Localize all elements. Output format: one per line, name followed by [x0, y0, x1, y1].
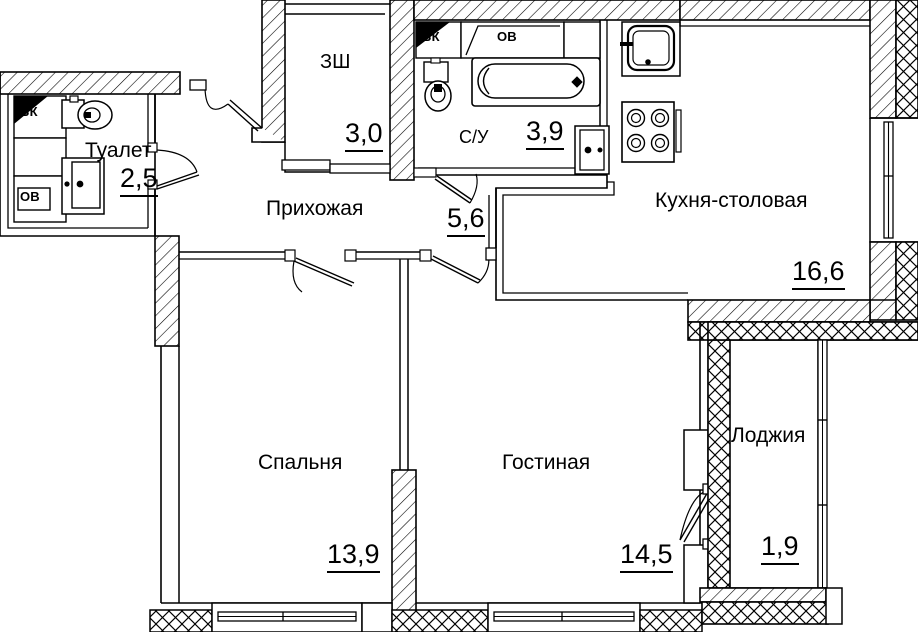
bathroom-walls — [413, 0, 681, 204]
riser-tag-vk-bath: ВК — [422, 29, 440, 44]
room-area-kitchen: 16,6 — [792, 258, 845, 290]
room-name-bedroom: Спальня — [258, 451, 343, 474]
room-name-hall: Прихожая — [266, 197, 364, 220]
room-area-bath: 3,9 — [526, 118, 564, 150]
room-area-toilet: 2,5 — [120, 165, 158, 197]
toilet-fixtures — [61, 95, 113, 215]
room-area-hall: 5,6 — [447, 205, 485, 237]
room-name-living: Гостиная — [502, 451, 591, 474]
toilet-riser-shafts — [13, 95, 67, 223]
room-area-living: 14,5 — [620, 541, 673, 573]
toilet-room-walls — [0, 71, 200, 237]
hallway-walls — [154, 188, 497, 347]
room-name-bath: С/У — [459, 127, 489, 147]
room-name-kitchen: Кухня-столовая — [655, 189, 808, 212]
bedroom-walls — [149, 259, 489, 632]
riser-tag-vk-toilet: ВК — [20, 104, 38, 119]
room-name-toilet: Туалет — [85, 139, 152, 162]
room-name-loggia: Лоджия — [731, 424, 806, 447]
living-room-walls — [416, 322, 716, 632]
kitchen-walls — [495, 0, 918, 341]
loggia-walls — [699, 321, 918, 625]
riser-tag-ov-toilet: ОВ — [20, 189, 40, 204]
room-area-closet: 3,0 — [345, 120, 383, 152]
room-name-closet: ЗШ — [320, 51, 351, 73]
closet-walls — [189, 0, 415, 181]
room-area-loggia: 1,9 — [761, 533, 799, 565]
room-area-bedroom: 13,9 — [327, 541, 380, 573]
riser-tag-ov-bath: ОВ — [497, 29, 517, 44]
